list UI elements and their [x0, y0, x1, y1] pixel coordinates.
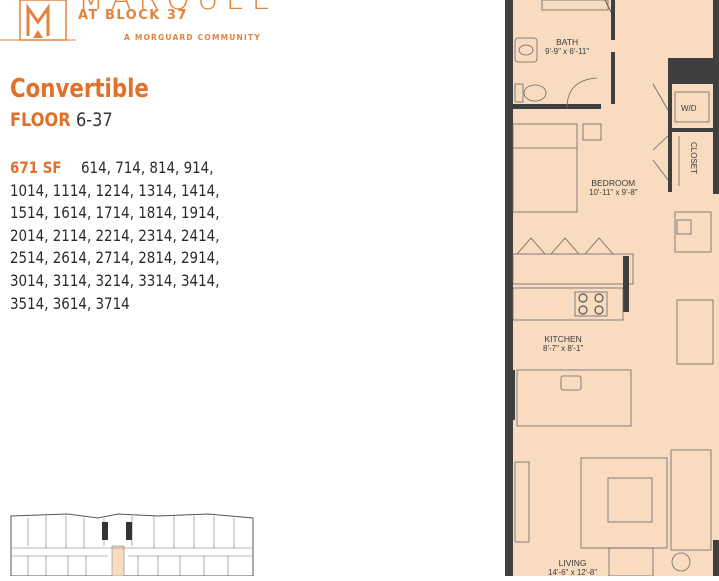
logo-subtitle: AT BLOCK 37: [78, 8, 188, 23]
floor-plan: BATH 9'-9" x 6'-11" BEDROOM 10'-11" x 9'…: [505, 0, 719, 578]
floor-plan-drawing: [505, 0, 719, 577]
brand-logo: MARQUEE AT BLOCK 37 A MORGUARD COMMUNITY: [0, 0, 271, 44]
room-bedroom-name: BEDROOM: [591, 178, 636, 188]
closet-label: CLOSET: [689, 141, 699, 175]
room-living-dim: 14'-6" x 12'-8": [548, 568, 598, 577]
room-kitchen: KITCHEN 8'-7" x 8'-1": [543, 334, 583, 354]
room-bath: BATH 9'-9" x 6'-11": [545, 37, 589, 57]
key-plan-image: [10, 513, 254, 576]
room-kitchen-dim: 8'-7" x 8'-1": [543, 344, 584, 353]
room-bedroom: BEDROOM 10'-11" x 9'-8": [589, 178, 638, 198]
room-bedroom-dim: 10'-11" x 9'-8": [589, 188, 638, 197]
logo-tagline: A MORGUARD COMMUNITY: [124, 33, 261, 42]
room-living-name: LIVING: [558, 558, 587, 568]
floor-label: FLOOR: [10, 109, 71, 131]
room-living: LIVING 14'-6" x 12'-8": [548, 558, 597, 578]
square-feet: 671 SF: [10, 158, 62, 177]
room-kitchen-name: KITCHEN: [544, 334, 582, 344]
unit-list: 671 SF 614, 714, 814, 914, 1014, 1114, 1…: [10, 157, 254, 315]
marquee-m-logo-icon: [0, 0, 76, 41]
room-bath-dim: 9'-9" x 6'-11": [545, 47, 590, 56]
wd-label: W/D: [681, 104, 697, 113]
logo-name: MARQUEE: [78, 0, 278, 17]
floor-range: 6-37: [76, 109, 114, 131]
unit-numbers: 614, 714, 814, 914, 1014, 1114, 1214, 13…: [10, 158, 220, 313]
unit-type-title: Convertible: [10, 74, 149, 104]
room-bath-name: BATH: [556, 37, 579, 47]
floor-row: FLOOR 6-37: [10, 109, 120, 131]
